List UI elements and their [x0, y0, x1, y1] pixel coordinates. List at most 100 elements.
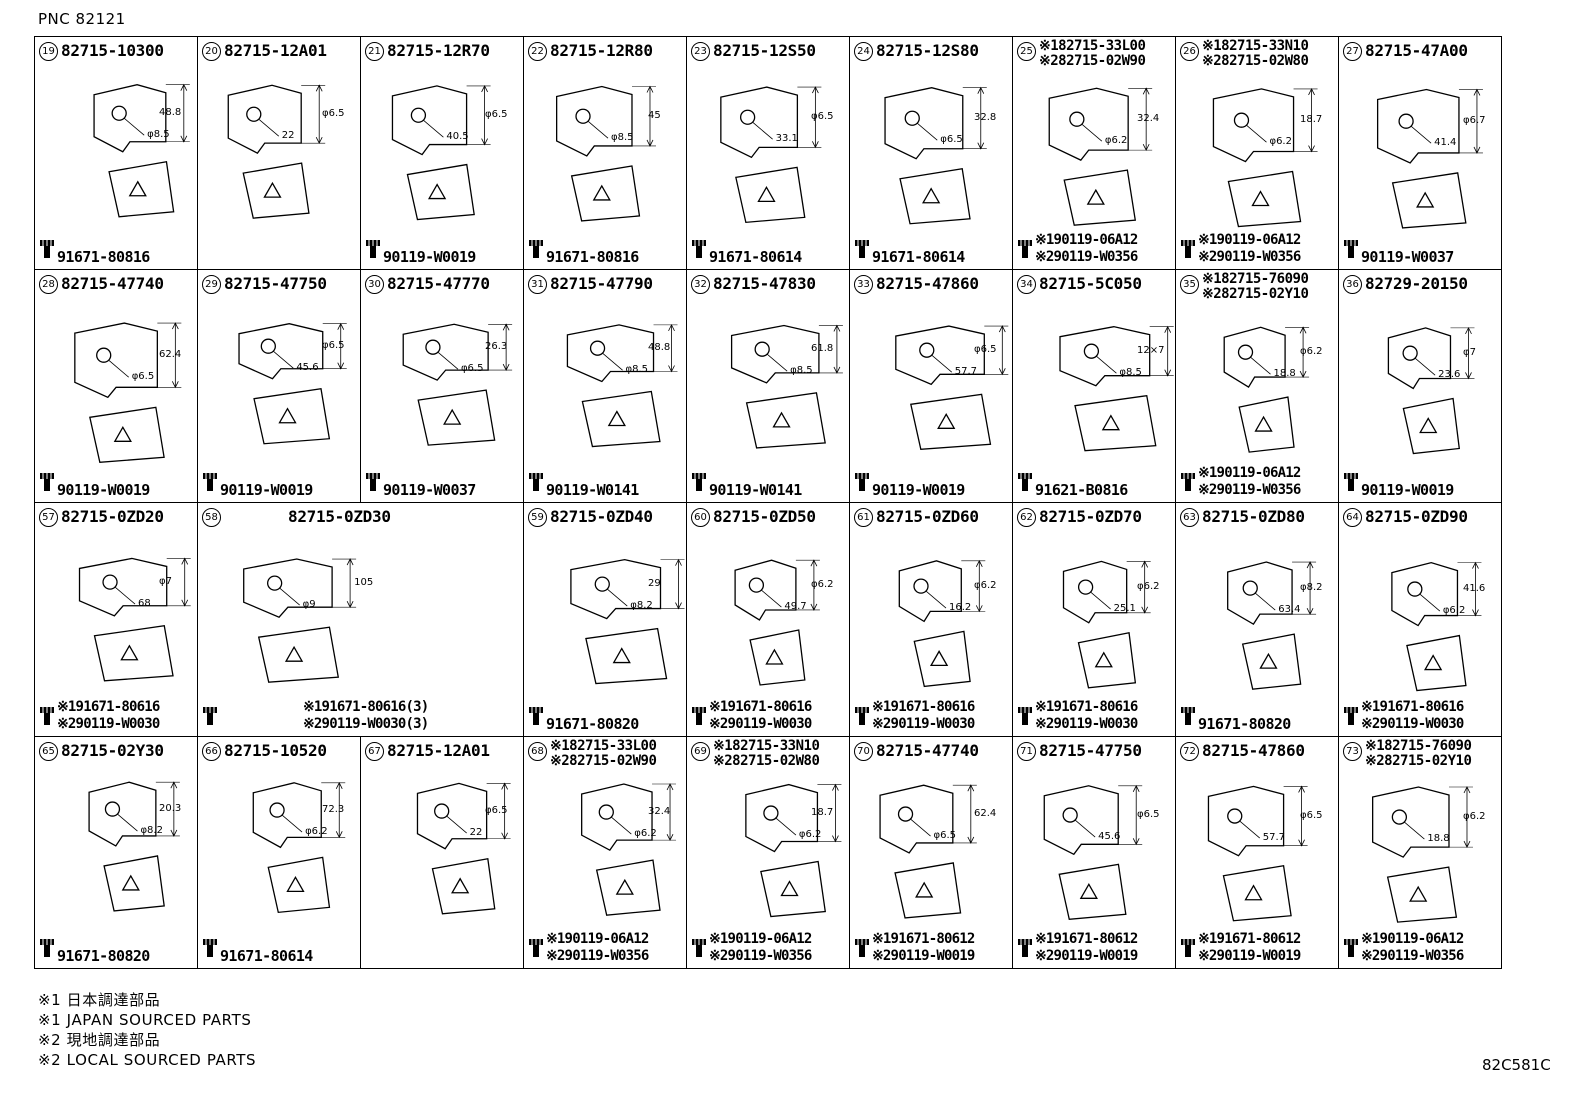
- dimension-label: 57.7: [1262, 832, 1286, 844]
- dimension-label: φ6.2: [1463, 811, 1486, 823]
- bolt-number: 90119-W0019: [57, 481, 150, 499]
- part-number: 82715-47830: [713, 274, 816, 293]
- bolt-number: 91671-80816: [57, 248, 150, 266]
- bracket-drawing: [252, 781, 346, 914]
- item-number: 73: [1343, 742, 1362, 761]
- bracket-drawing: [74, 322, 182, 464]
- bolt-number: ※191671-80616: [57, 699, 160, 715]
- bolt-number: ※290119-W0030: [709, 716, 812, 732]
- part-number: 82715-47770: [387, 274, 490, 293]
- part-number: ※282715-02Y10: [1365, 753, 1472, 769]
- dimension-label: 40.5: [446, 131, 469, 143]
- bolt-number: ※191671-80612: [1198, 931, 1301, 947]
- dimension-label: 18.8: [1427, 833, 1450, 845]
- bolt-number: ※290119-W0030(3): [303, 716, 429, 732]
- bracket-drawing: [581, 783, 677, 916]
- part-number: 82715-10300: [61, 41, 164, 60]
- dimension-label: φ6.5: [485, 805, 508, 817]
- bolt-number: 90119-W0019: [1361, 481, 1454, 499]
- dimension-label: φ6.5: [974, 344, 997, 356]
- bracket-drawing: [720, 86, 822, 224]
- item-number: 27: [1343, 42, 1362, 61]
- dimension-label: φ6.2: [1104, 135, 1128, 147]
- item-number: 20: [202, 42, 221, 61]
- part-number: ※182715-33N10: [1202, 38, 1309, 54]
- bracket-drawing: [566, 323, 678, 448]
- dimension-label: φ6.5: [811, 111, 834, 123]
- item-number: 28: [39, 275, 58, 294]
- item-number: 24: [854, 42, 873, 61]
- part-number: 82715-12R80: [550, 41, 653, 60]
- dimension-label: φ6.2: [634, 828, 657, 840]
- bracket-drawing: [556, 85, 656, 222]
- bolt-part-number: 91671-80820: [57, 947, 150, 965]
- part-number: 82715-12A01: [387, 741, 490, 760]
- bolt-number: 91671-80614: [709, 248, 802, 266]
- part-number-pair: ※182715-33L00※282715-02W90: [550, 739, 657, 769]
- item-number: 69: [691, 742, 710, 761]
- item-number: 65: [39, 742, 58, 761]
- bolt-number: 90119-W0037: [1361, 248, 1454, 266]
- bracket-drawing: [88, 781, 180, 912]
- bolt-part-number: 90119-W0019: [1361, 481, 1454, 499]
- bolt-icon: [854, 472, 870, 496]
- bolt-icon: [528, 239, 544, 263]
- item-number: 60: [691, 508, 710, 527]
- dimension-label: φ7: [159, 576, 172, 588]
- bracket-drawing: [1048, 87, 1153, 226]
- part-number: 82715-47750: [224, 274, 327, 293]
- bolt-icon: [1343, 938, 1359, 962]
- bolt-number: ※190119-06A12: [1035, 232, 1138, 248]
- item-number: 59: [528, 508, 547, 527]
- bolt-part-number: 90119-W0019: [220, 481, 313, 499]
- dimension-label: 45.6: [296, 362, 319, 374]
- dimension-label: φ6.2: [798, 829, 822, 841]
- bolt-part-number: ※191671-80616※290119-W0030: [1361, 699, 1464, 733]
- dimension-label: φ8.5: [147, 129, 170, 141]
- bracket-drawing: [1376, 88, 1483, 229]
- bracket-drawing: [402, 323, 513, 446]
- bolt-icon: [854, 706, 870, 730]
- part-number: ※182715-33L00: [1039, 38, 1146, 54]
- dimension-label: 32.4: [1137, 113, 1160, 125]
- bolt-part-number: 90119-W0037: [1361, 248, 1454, 266]
- bolt-number: ※290119-W0356: [709, 948, 812, 964]
- bolt-part-number: ※191671-80616※290119-W0030: [57, 699, 160, 733]
- footnote-line: ※2 LOCAL SOURCED PARTS: [38, 1051, 257, 1069]
- bracket-drawing: [730, 324, 843, 449]
- bolt-part-number: ※191671-80612※290119-W0019: [1035, 931, 1138, 965]
- dimension-label: φ6.5: [460, 363, 484, 375]
- item-number: 66: [202, 742, 221, 761]
- part-number: 82729-20150: [1365, 274, 1468, 293]
- bracket-drawing: [391, 85, 491, 221]
- part-number-pair: ※182715-33N10※282715-02W80: [1202, 38, 1309, 69]
- bolt-icon: [39, 239, 55, 263]
- bracket-drawing: [1372, 786, 1473, 923]
- dimension-label: 72.3: [322, 804, 345, 816]
- item-number: 67: [365, 742, 384, 761]
- item-number: 30: [365, 275, 384, 294]
- part-number: ※282715-02Y10: [1202, 286, 1309, 302]
- bracket-drawing: [898, 559, 986, 688]
- bolt-icon: [39, 706, 55, 730]
- bolt-number: ※191671-80616: [709, 699, 812, 715]
- dimension-label: 57.7: [954, 366, 978, 378]
- dimension-label: 63.4: [1278, 604, 1301, 616]
- item-number: 19: [39, 42, 58, 61]
- item-number: 32: [691, 275, 710, 294]
- bolt-number: ※290119-W0356: [1198, 482, 1301, 498]
